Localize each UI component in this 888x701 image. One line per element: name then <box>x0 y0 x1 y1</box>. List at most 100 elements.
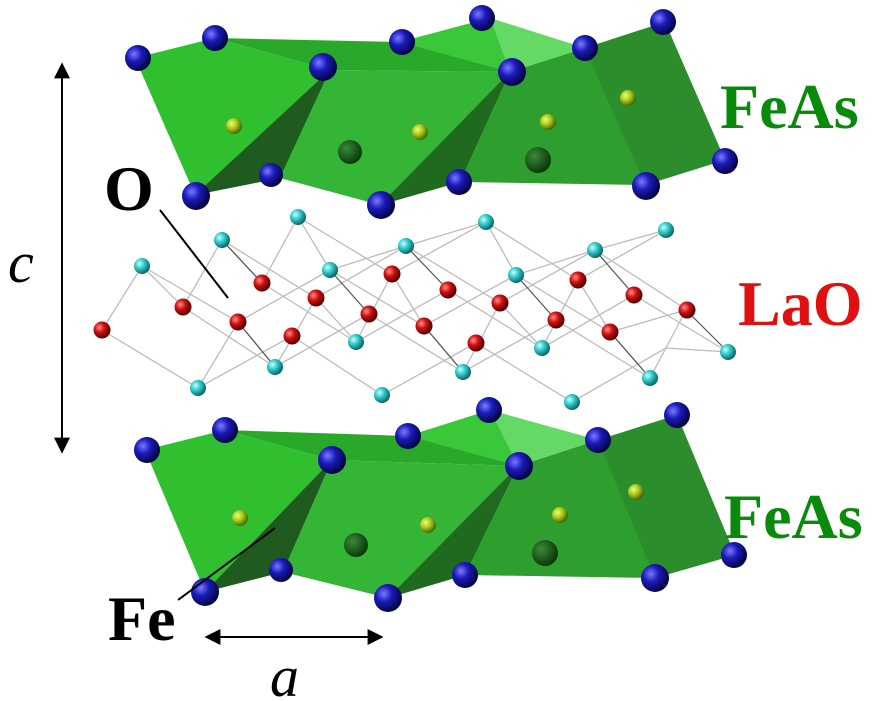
iron-atom <box>232 510 248 526</box>
oxygen-atom <box>678 301 696 319</box>
iron-atom-hidden <box>338 140 362 164</box>
oxygen-label: O <box>104 153 154 224</box>
oxygen-atom <box>174 298 192 316</box>
top-feas-layer <box>125 5 738 219</box>
lanthanum-atom <box>534 340 550 356</box>
arsenic-atom <box>259 163 283 187</box>
iron-atom-hidden <box>525 147 551 173</box>
bottom-feas-layer <box>134 397 747 612</box>
iron-label: Fe <box>108 583 176 654</box>
arsenic-atom <box>664 402 690 428</box>
oxygen-atom <box>307 289 325 307</box>
arsenic-atom <box>202 25 228 51</box>
arsenic-atom <box>505 452 533 480</box>
arsenic-atom <box>446 169 472 195</box>
arsenic-atom <box>498 58 526 86</box>
lanthanum-atom <box>658 222 674 238</box>
arsenic-atom <box>469 5 495 31</box>
a-axis-label: a <box>270 644 299 701</box>
lanthanum-atom <box>508 267 524 283</box>
iron-atom <box>552 507 568 523</box>
lanthanum-atom <box>290 209 306 225</box>
iron-atom <box>628 484 644 500</box>
lao-bonds <box>101 215 729 403</box>
tetrahedron-shade <box>205 460 332 592</box>
arsenic-atom <box>374 584 402 612</box>
arsenic-atom <box>318 446 346 474</box>
iron-leader-line <box>177 527 276 601</box>
oxygen-atom <box>491 294 509 312</box>
oxygen-atom <box>601 323 619 341</box>
tetrahedron-shade <box>598 415 735 578</box>
arsenic-atom <box>134 437 160 463</box>
oxygen-atom <box>547 311 565 329</box>
tetrahedron-face <box>215 18 510 72</box>
lanthanum-atom <box>642 370 658 386</box>
lanthanum-atom <box>322 262 338 278</box>
lanthanum-atom <box>587 242 603 258</box>
arsenic-atom <box>641 564 669 592</box>
middle-layer-label: LaO <box>738 268 862 339</box>
lanthanum-atom <box>398 238 414 254</box>
top-layer-label: FeAs <box>720 71 859 142</box>
oxygen-atom <box>383 265 401 283</box>
tetrahedron-face <box>225 410 518 466</box>
c-axis-label: c <box>8 230 34 295</box>
iron-atom <box>412 124 428 140</box>
oxygen-atom <box>625 286 643 304</box>
tetrahedron-face <box>408 410 598 466</box>
tetrahedron-shade <box>585 22 725 185</box>
arsenic-atom <box>632 172 660 200</box>
arsenic-atom <box>367 191 395 219</box>
lanthanum-atom <box>564 394 580 410</box>
arsenic-atom <box>182 182 210 210</box>
oxygen-atom <box>360 305 378 323</box>
oxygen-atom <box>415 317 433 335</box>
oxygen-atom <box>439 281 457 299</box>
arsenic-atom <box>389 29 415 55</box>
oxygen-atom <box>229 313 247 331</box>
iron-atom-hidden <box>532 540 558 566</box>
tetrahedron-shade <box>195 70 330 195</box>
oxygen-atom <box>283 327 301 345</box>
lanthanum-atom <box>374 387 390 403</box>
oxygen-leader-line <box>159 209 229 299</box>
oxygen-atom <box>569 271 587 289</box>
oxygen-atom <box>253 274 271 292</box>
arsenic-atom <box>585 427 611 453</box>
middle-lao-layer <box>93 209 736 410</box>
oxygen-atom <box>467 334 485 352</box>
arsenic-atom <box>712 148 738 174</box>
tetrahedron-shade <box>388 466 518 598</box>
arsenic-atom <box>476 397 502 423</box>
iron-atom <box>226 118 242 134</box>
arsenic-atom <box>395 423 421 449</box>
iron-atom <box>620 90 636 106</box>
lanthanum-atom <box>134 258 150 274</box>
arsenic-atom <box>269 558 293 582</box>
arsenic-atom <box>572 35 598 61</box>
arsenic-atom <box>452 562 478 588</box>
arsenic-atom <box>650 9 676 35</box>
lanthanum-atom <box>478 214 494 230</box>
lanthanum-atom <box>455 364 471 380</box>
arsenic-atom <box>721 542 747 568</box>
iron-atom-hidden <box>344 533 368 557</box>
tetrahedron-face <box>400 18 585 72</box>
arsenic-atom <box>212 417 238 443</box>
arsenic-atom <box>191 578 219 606</box>
arsenic-atom <box>309 53 337 81</box>
bottom-layer-label: FeAs <box>724 481 863 552</box>
lanthanum-atom <box>190 380 206 396</box>
tetrahedron-shade <box>380 72 510 205</box>
lanthanum-atom <box>214 232 230 248</box>
lanthanum-atom <box>348 334 364 350</box>
lanthanum-atom <box>720 344 736 360</box>
iron-atom <box>540 114 556 130</box>
lanthanum-atom <box>267 359 283 375</box>
oxygen-atom <box>93 321 111 339</box>
lao-bonds-dark <box>221 239 729 379</box>
arsenic-atom <box>125 45 151 71</box>
iron-atom <box>420 517 436 533</box>
